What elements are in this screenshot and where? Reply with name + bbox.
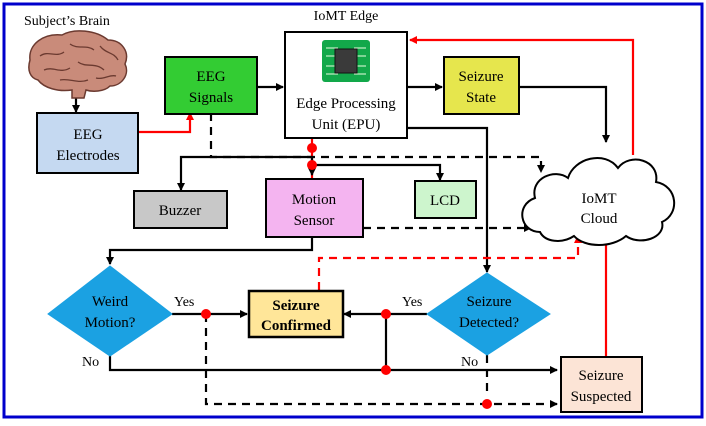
seizure-confirmed-line2: Confirmed	[261, 318, 332, 334]
iomt-edge-label: IoMT Edge	[314, 9, 379, 24]
eeg-signals-line1: EEG	[196, 69, 225, 85]
dashed-confirmed-to-cloud	[317, 235, 582, 290]
connectors	[72, 36, 635, 408]
yes-left-label: Yes	[174, 295, 194, 310]
eeg-signals-line2: Signals	[189, 90, 233, 106]
yes-right-label: Yes	[402, 295, 422, 310]
weird-motion-line1: Weird	[92, 294, 129, 310]
seizure-detected-line2: Detected?	[459, 315, 519, 331]
weird-motion-line2: Motion?	[85, 315, 136, 331]
node-buzzer: Buzzer	[133, 190, 228, 229]
node-seizure-state: Seizure State	[443, 56, 520, 115]
seizure-confirmed-line1: Seizure	[272, 298, 320, 314]
node-seizure-confirmed: Seizure Confirmed	[247, 289, 345, 339]
arrow-epu-to-detected	[407, 126, 491, 273]
node-weird-motion: Weird Motion?	[47, 265, 173, 357]
node-iomt-cloud: IoMT Cloud	[521, 157, 676, 246]
seizure-state-line1: Seizure	[459, 69, 504, 85]
arrow-weird-no-to-suspected	[108, 356, 558, 374]
arrow-state-to-cloud	[519, 85, 610, 143]
brain-icon	[28, 30, 128, 99]
buzzer-label: Buzzer	[159, 203, 201, 219]
seizure-suspected-line1: Seizure	[579, 368, 624, 384]
epu-line2: Unit (EPU)	[312, 117, 381, 133]
outer-frame	[2, 2, 704, 419]
junction-dots	[201, 143, 492, 409]
lcd-label: LCD	[430, 193, 460, 209]
node-epu: Edge Processing Unit (EPU)	[284, 31, 408, 139]
node-motion-sensor: Motion Sensor	[265, 178, 364, 238]
seizure-suspected-line2: Suspected	[571, 389, 632, 405]
dashed-signals-to-cloud	[209, 113, 545, 173]
subject-brain-label: Subject’s Brain	[24, 14, 110, 29]
node-eeg-signals: EEG Signals	[164, 56, 258, 115]
no-right-label: No	[461, 355, 478, 370]
seizure-detected-line1: Seizure	[467, 294, 512, 310]
seizure-state-line2: State	[466, 90, 496, 106]
node-lcd: LCD	[414, 180, 477, 219]
dashed-weird-to-suspected	[204, 314, 558, 408]
node-eeg-electrodes: EEG Electrodes	[36, 112, 139, 174]
arrow-cloud-to-epu	[409, 36, 635, 155]
epu-line1: Edge Processing	[296, 96, 396, 112]
no-left-label: No	[82, 355, 99, 370]
node-seizure-detected: Seizure Detected?	[426, 272, 551, 356]
arrow-electrodes-to-signals	[138, 112, 194, 134]
arrow-motion-to-weird	[106, 238, 314, 265]
motion-sensor-line2: Sensor	[294, 213, 335, 229]
eeg-electrodes-line1: EEG	[73, 127, 102, 143]
cloud-line2: Cloud	[581, 211, 618, 227]
motion-sensor-line1: Motion	[292, 192, 337, 208]
cloud-line1: IoMT	[582, 191, 617, 207]
arrow-to-lcd	[312, 163, 444, 181]
eeg-electrodes-line2: Electrodes	[56, 148, 119, 164]
node-seizure-suspected: Seizure Suspected	[560, 356, 643, 413]
chip-icon	[322, 40, 370, 82]
